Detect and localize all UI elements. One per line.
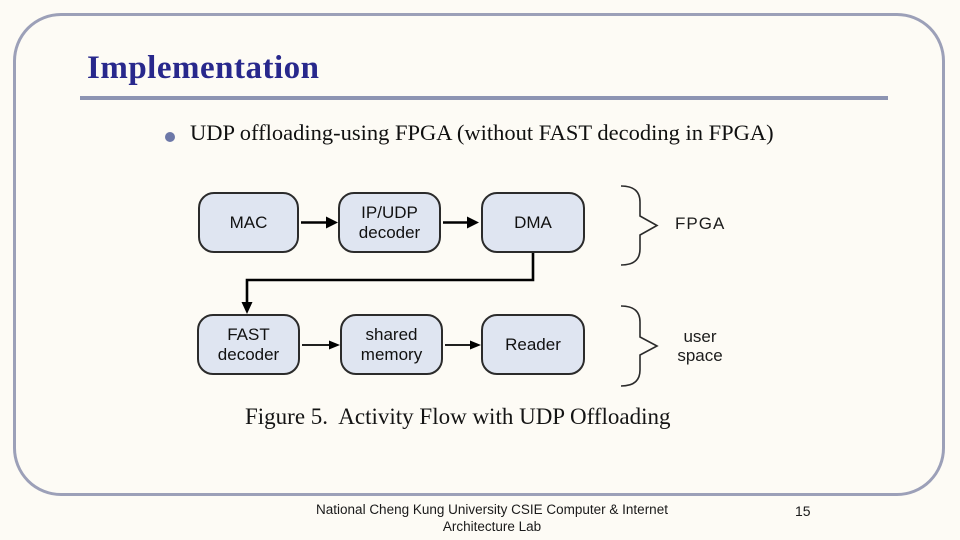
group-label-user-space: user space — [677, 327, 723, 365]
footer-line-2: Architecture Lab — [442, 518, 542, 534]
diagram-node-ip-udp-decoder: IP/UDP decoder — [338, 192, 441, 253]
figure-caption: Figure 5. Activity Flow with UDP Offload… — [245, 404, 671, 429]
diagram-node-shared-memory: shared memory — [340, 314, 443, 375]
diagram-node-mac: MAC — [198, 192, 299, 253]
footer-text: National Cheng Kung University CSIE Comp… — [292, 502, 692, 535]
page-number: 15 — [795, 503, 811, 519]
diagram-node-dma: DMA — [481, 192, 585, 253]
page-title: Implementation — [87, 50, 320, 86]
diagram-node-reader: Reader — [481, 314, 585, 375]
footer-line-1: National Cheng Kung University CSIE Comp… — [316, 502, 668, 517]
slide-border-frame — [13, 13, 945, 496]
bullet-dot-icon — [165, 132, 175, 142]
diagram-node-fast-decoder: FAST decoder — [197, 314, 300, 375]
group-label-fpga: FPGA — [675, 214, 726, 233]
bullet-text: UDP offloading-using FPGA (without FAST … — [190, 120, 774, 145]
title-underline-rule — [80, 96, 888, 100]
